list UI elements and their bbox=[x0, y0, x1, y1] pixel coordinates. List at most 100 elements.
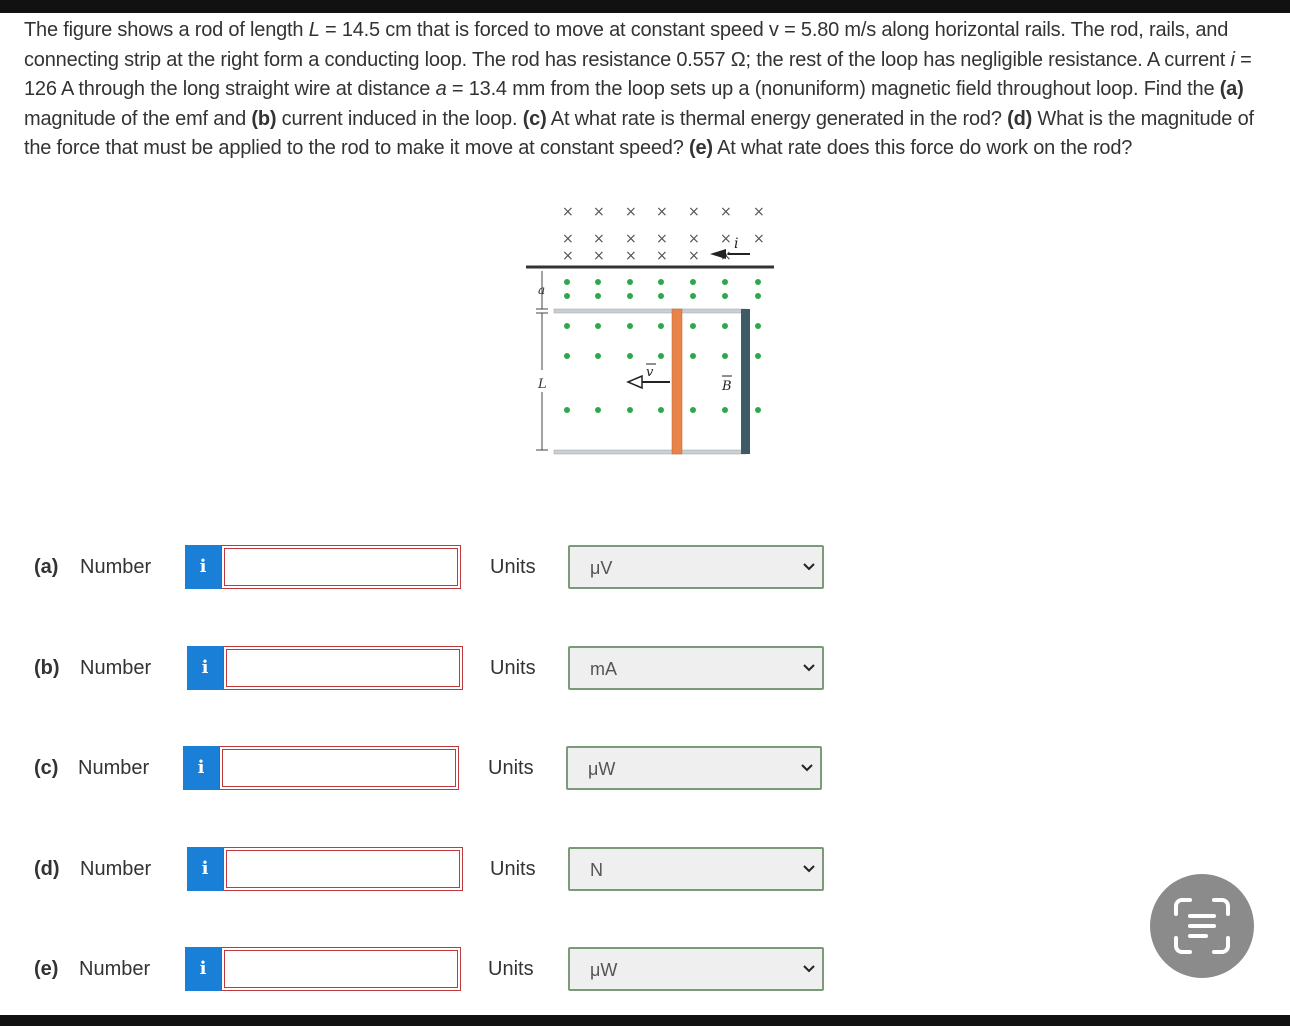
chevron-down-icon bbox=[801, 764, 813, 772]
field-dot-mark bbox=[658, 323, 664, 329]
field-dot-mark bbox=[690, 279, 696, 285]
field-cross-mark: × bbox=[593, 204, 605, 220]
chevron-down-icon bbox=[803, 965, 815, 973]
field-dot-mark bbox=[722, 353, 728, 359]
field-dot-mark bbox=[595, 279, 601, 285]
answer-input[interactable] bbox=[224, 548, 458, 586]
units-label: Units bbox=[488, 757, 534, 779]
field-dot-mark bbox=[658, 407, 664, 413]
field-cross-mark: × bbox=[562, 231, 574, 247]
answer-input[interactable] bbox=[224, 950, 458, 988]
info-icon[interactable]: i bbox=[187, 646, 223, 690]
answer-input[interactable] bbox=[226, 850, 460, 888]
units-selected-value: μW bbox=[590, 960, 618, 980]
field-dot-mark bbox=[627, 353, 633, 359]
field-dot-mark bbox=[755, 353, 761, 359]
number-label: Number bbox=[80, 657, 152, 679]
length-L-label: L bbox=[537, 377, 547, 392]
chevron-down-icon bbox=[803, 664, 815, 672]
units-select[interactable]: mA bbox=[568, 646, 824, 690]
answer-row-c: (c) Number i Units μW bbox=[0, 746, 900, 792]
units-selected-value: μW bbox=[588, 759, 616, 779]
rod-rail-figure: ×××××××××××××××××××× i v B a L bbox=[520, 196, 780, 466]
field-dot-mark bbox=[755, 293, 761, 299]
field-dot-mark bbox=[755, 323, 761, 329]
connecting-strip bbox=[741, 309, 750, 454]
field-dot-mark bbox=[564, 323, 570, 329]
top-bar bbox=[0, 0, 1290, 13]
field-cross-mark: × bbox=[593, 248, 605, 264]
units-label: Units bbox=[488, 958, 534, 980]
length-L-marker bbox=[536, 312, 548, 451]
field-dot-mark bbox=[690, 293, 696, 299]
part-label: (a) bbox=[34, 556, 59, 578]
field-cross-mark: × bbox=[625, 204, 637, 220]
field-dot-mark bbox=[755, 407, 761, 413]
velocity-arrow bbox=[626, 374, 670, 390]
field-dot-mark bbox=[755, 279, 761, 285]
field-dot-mark bbox=[595, 323, 601, 329]
field-dot-mark bbox=[722, 293, 728, 299]
answer-input-wrapper bbox=[219, 746, 459, 790]
answer-input[interactable] bbox=[222, 749, 456, 787]
distance-a-label: a bbox=[538, 283, 545, 297]
number-label: Number bbox=[80, 858, 152, 880]
units-select[interactable]: μW bbox=[568, 947, 824, 991]
field-dot-mark bbox=[627, 279, 633, 285]
field-cross-mark: × bbox=[656, 231, 668, 247]
field-cross-mark: × bbox=[688, 204, 700, 220]
field-dot-mark bbox=[564, 353, 570, 359]
units-selected-value: μV bbox=[590, 558, 613, 578]
bottom-bar bbox=[0, 1015, 1290, 1026]
units-selected-value: mA bbox=[590, 659, 617, 679]
part-label: (d) bbox=[34, 858, 60, 880]
field-cross-mark: × bbox=[753, 204, 765, 220]
number-label: Number bbox=[79, 958, 151, 980]
chevron-down-icon bbox=[803, 865, 815, 873]
figure-svg: ×××××××××××××××××××× i v B a L bbox=[526, 204, 774, 455]
field-cross-mark: × bbox=[720, 204, 732, 220]
field-dot-mark bbox=[658, 293, 664, 299]
field-cross-mark: × bbox=[720, 231, 732, 247]
field-cross-mark: × bbox=[656, 204, 668, 220]
field-label: B bbox=[721, 379, 732, 394]
answer-input[interactable] bbox=[226, 649, 460, 687]
field-cross-mark: × bbox=[562, 204, 574, 220]
field-cross-mark: × bbox=[656, 248, 668, 264]
moving-rod bbox=[671, 308, 683, 455]
field-dot-mark bbox=[595, 293, 601, 299]
chevron-down-icon bbox=[803, 563, 815, 571]
info-icon[interactable]: i bbox=[185, 947, 221, 991]
info-icon[interactable]: i bbox=[185, 545, 221, 589]
field-dot-mark bbox=[690, 323, 696, 329]
units-select[interactable]: N bbox=[568, 847, 824, 891]
info-icon[interactable]: i bbox=[183, 746, 219, 790]
top-rail bbox=[553, 308, 747, 314]
field-dot-mark bbox=[690, 353, 696, 359]
velocity-label: v bbox=[646, 365, 654, 380]
units-select[interactable]: μV bbox=[568, 545, 824, 589]
field-dot-mark bbox=[627, 293, 633, 299]
field-dot-mark bbox=[722, 323, 728, 329]
answer-row-e: (e) Number i Units μW bbox=[0, 947, 900, 993]
part-label: (e) bbox=[34, 958, 59, 980]
magnetic-field-dots bbox=[564, 279, 761, 413]
units-select[interactable]: μW bbox=[566, 746, 822, 790]
field-cross-mark: × bbox=[688, 248, 700, 264]
field-dot-mark bbox=[690, 407, 696, 413]
answer-row-d: (d) Number i Units N bbox=[0, 847, 900, 893]
distance-a-marker bbox=[536, 271, 548, 310]
question-text: The figure shows a rod of length L = 14.… bbox=[24, 19, 1254, 159]
magnetic-field-crosses: ×××××××××××××××××××× bbox=[562, 204, 765, 264]
current-label: i bbox=[734, 236, 738, 252]
scan-text-icon bbox=[1174, 898, 1230, 954]
answer-row-a: (a) Number i Units μV bbox=[0, 545, 900, 591]
number-label: Number bbox=[78, 757, 150, 779]
scan-text-button[interactable] bbox=[1150, 874, 1254, 978]
units-label: Units bbox=[490, 657, 536, 679]
answer-input-wrapper bbox=[223, 847, 463, 891]
answer-row-b: (b) Number i Units mA bbox=[0, 646, 900, 692]
info-icon[interactable]: i bbox=[187, 847, 223, 891]
part-label: (b) bbox=[34, 657, 60, 679]
field-cross-mark: × bbox=[753, 231, 765, 247]
